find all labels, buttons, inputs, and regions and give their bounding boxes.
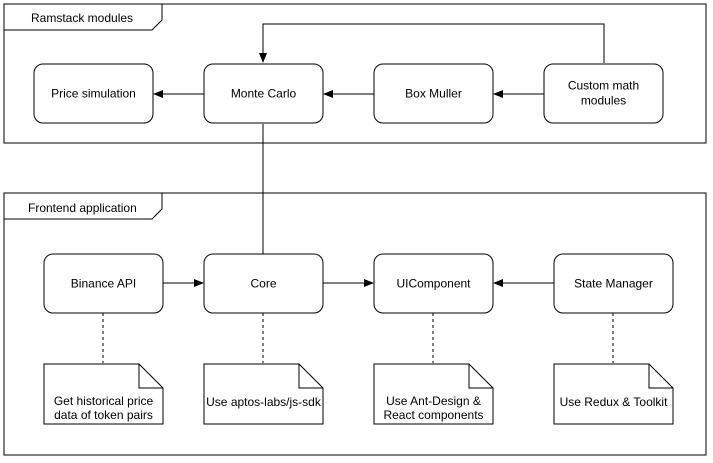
note-binance-line2: data of token pairs <box>54 408 153 422</box>
node-state-manager-label: State Manager <box>574 277 653 291</box>
note-binance-line1: Get historical price <box>54 394 154 408</box>
node-box-muller: Box Muller <box>373 63 494 124</box>
note-binance: Get historical price data of token pairs <box>43 363 164 425</box>
note-core: Use aptos-labs/js-sdk <box>203 363 324 425</box>
node-box-muller-label: Box Muller <box>405 87 462 101</box>
frontend-group-tab <box>3 192 163 220</box>
node-price-simulation-label: Price simulation <box>51 87 136 101</box>
note-ui: Use Ant-Design & React components <box>373 363 494 425</box>
node-monte-carlo-label: Monte Carlo <box>231 87 297 101</box>
node-monte-carlo: Monte Carlo <box>203 63 324 124</box>
node-core-label: Core <box>250 277 276 291</box>
node-custom-math-label-line2: modules <box>581 94 626 108</box>
node-custom-math-label-line1: Custom math <box>568 79 639 93</box>
note-state: Use Redux & Toolkit <box>553 363 674 425</box>
node-uicomponent: UIComponent <box>373 253 494 314</box>
ramstack-group-tab <box>3 3 163 31</box>
connectors <box>102 23 614 363</box>
node-state-manager: State Manager <box>553 253 674 314</box>
note-state-text: Use Redux & Toolkit <box>560 395 668 409</box>
note-ui-line1: Use Ant-Design & <box>386 394 481 408</box>
node-core: Core <box>203 253 324 314</box>
note-core-text: Use aptos-labs/js-sdk <box>206 395 322 409</box>
edge-custom-math-to-monte-carlo <box>259 23 605 63</box>
node-uicomponent-label: UIComponent <box>396 277 471 291</box>
node-binance-api-label: Binance API <box>71 277 136 291</box>
node-binance-api: Binance API <box>43 253 164 314</box>
frontend-group-title: Frontend application <box>28 201 137 215</box>
note-ui-line2: React components <box>383 408 483 422</box>
node-custom-math-modules: Custom math modules <box>543 63 664 124</box>
ramstack-group-title: Ramstack modules <box>31 11 133 25</box>
node-price-simulation: Price simulation <box>33 63 154 124</box>
